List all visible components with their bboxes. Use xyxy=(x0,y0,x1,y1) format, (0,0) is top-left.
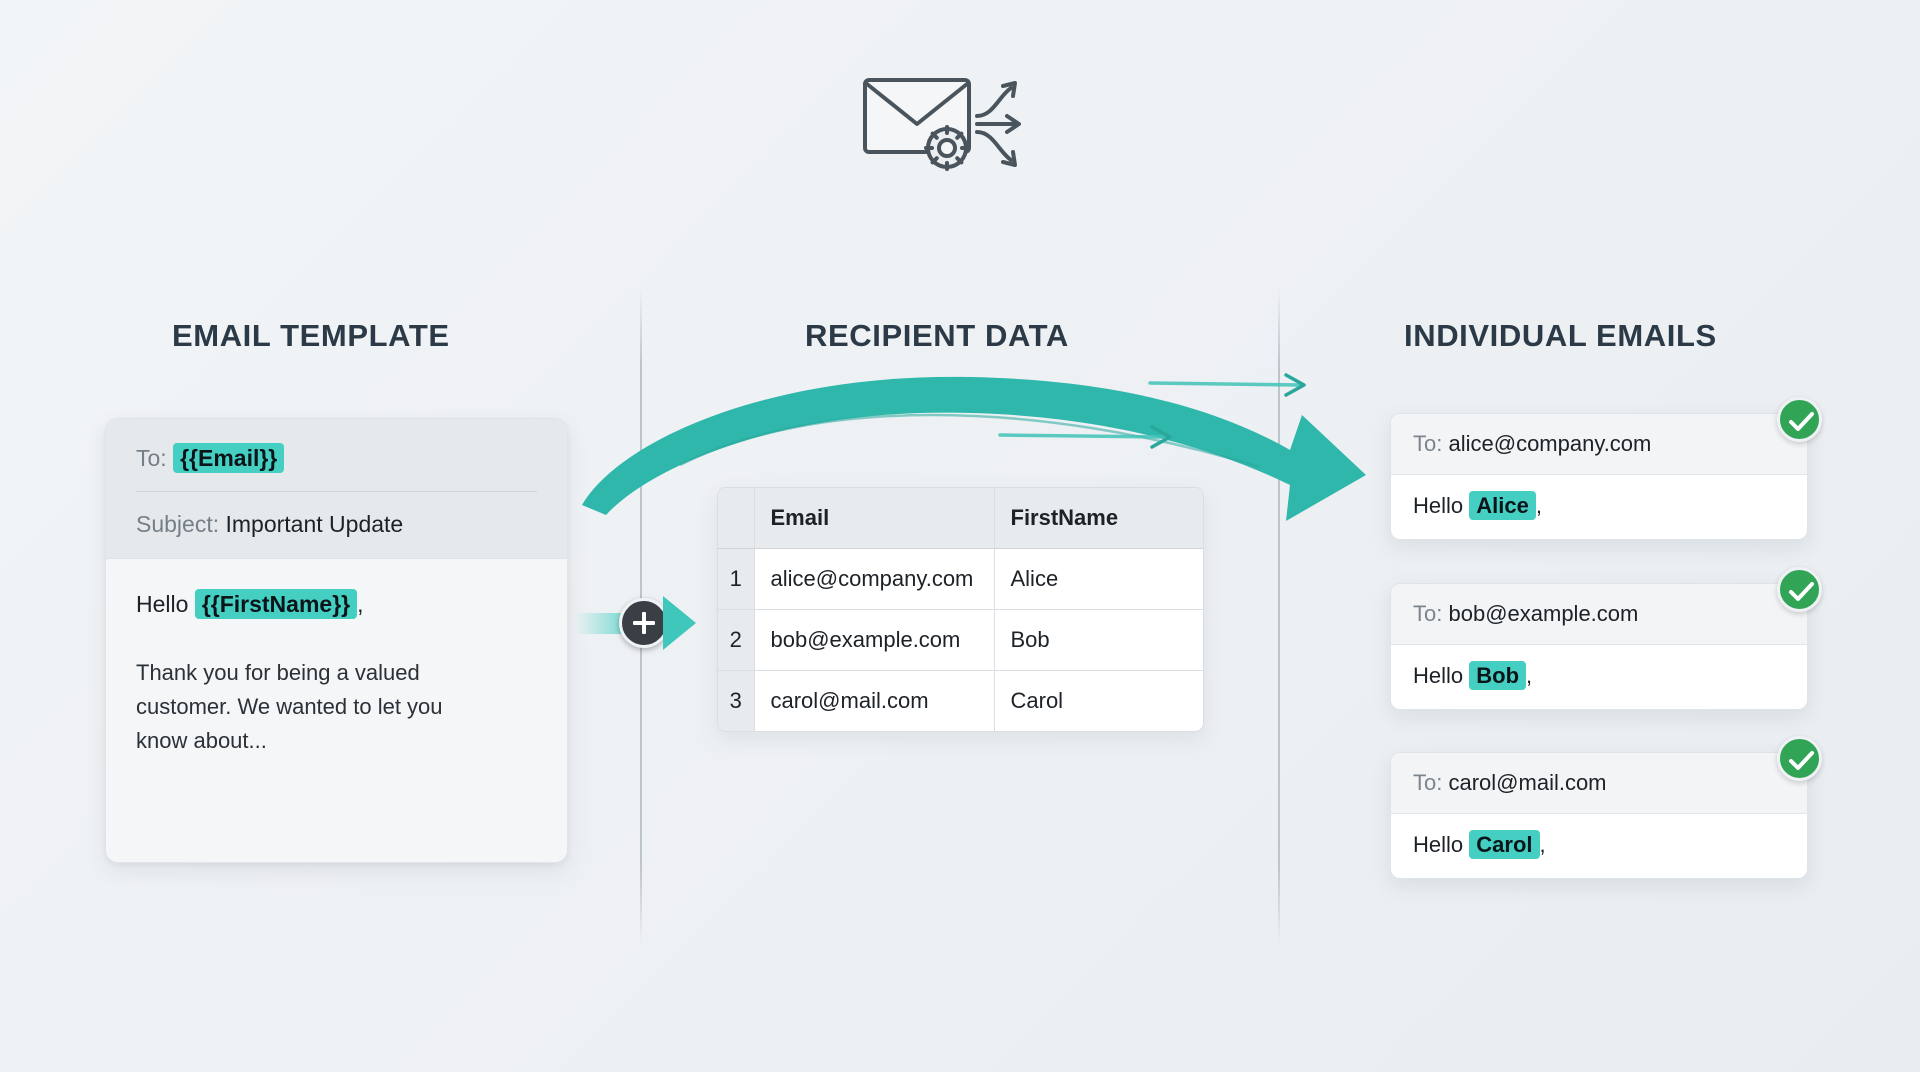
success-check-icon xyxy=(1777,736,1822,781)
template-to-token[interactable]: {{Email}} xyxy=(173,443,285,473)
template-greeting-prefix: Hello xyxy=(136,591,189,617)
merge-connector xyxy=(575,592,696,654)
email-template-card[interactable]: To: {{Email}} Subject: Important Update … xyxy=(105,418,568,863)
table-row[interactable]: 1 alice@company.com Alice xyxy=(718,548,1203,610)
email-card-merged-name: Carol xyxy=(1469,830,1540,859)
email-card-to-label: To: xyxy=(1413,601,1443,626)
email-card-greeting-suffix: , xyxy=(1535,493,1542,518)
merge-arrow-icon xyxy=(663,596,696,650)
email-card-to-row: To: carol@mail.com xyxy=(1391,753,1807,814)
template-body-section: Hello {{FirstName}}, Thank you for being… xyxy=(106,558,567,862)
table-gutter-header xyxy=(718,488,755,549)
template-to-label: To: xyxy=(136,445,167,471)
email-card-body: Hello Carol, xyxy=(1391,814,1807,878)
email-card-greeting-prefix: Hello xyxy=(1413,493,1464,518)
table-cell-firstname[interactable]: Bob xyxy=(994,609,1203,671)
table-row[interactable]: 2 bob@example.com Bob xyxy=(718,609,1203,671)
heading-recipient-data: RECIPIENT DATA xyxy=(805,318,1069,353)
email-card-greeting-suffix: , xyxy=(1539,832,1546,857)
email-card-body: Hello Alice, xyxy=(1391,475,1807,539)
column-divider-right xyxy=(1278,287,1280,945)
table-row-index: 1 xyxy=(718,548,755,610)
email-card-to-label: To: xyxy=(1413,770,1443,795)
table-header-firstname[interactable]: FirstName xyxy=(994,488,1203,549)
header-mailmerge-icon xyxy=(857,68,1057,178)
email-card-merged-name: Alice xyxy=(1469,491,1536,520)
recipient-data-table[interactable]: Email FirstName 1 alice@company.com Alic… xyxy=(717,487,1204,732)
success-check-icon xyxy=(1777,397,1822,442)
email-card-to-row: To: alice@company.com xyxy=(1391,414,1807,475)
email-card-greeting-prefix: Hello xyxy=(1413,663,1464,688)
heading-individual-emails: INDIVIDUAL EMAILS xyxy=(1404,318,1717,353)
email-card-to-value: bob@example.com xyxy=(1448,601,1639,626)
template-subject-value: Important Update xyxy=(225,511,404,537)
template-firstname-token[interactable]: {{FirstName}} xyxy=(194,589,358,619)
email-card-greeting-prefix: Hello xyxy=(1413,832,1464,857)
individual-email-card[interactable]: To: bob@example.com Hello Bob, xyxy=(1390,583,1808,710)
email-card-to-value: carol@mail.com xyxy=(1448,770,1607,795)
success-check-icon xyxy=(1777,567,1822,612)
email-card-body: Hello Bob, xyxy=(1391,645,1807,709)
individual-email-card[interactable]: To: alice@company.com Hello Alice, xyxy=(1390,413,1808,540)
template-to-row: To: {{Email}} xyxy=(136,443,537,473)
email-card-to-label: To: xyxy=(1413,431,1443,456)
table-header-email[interactable]: Email xyxy=(754,488,995,549)
email-card-greeting-suffix: , xyxy=(1526,663,1533,688)
table-row[interactable]: 3 carol@mail.com Carol xyxy=(718,670,1203,731)
table-cell-firstname[interactable]: Alice xyxy=(994,548,1203,610)
table-cell-email[interactable]: bob@example.com xyxy=(754,609,995,671)
email-card-to-value: alice@company.com xyxy=(1448,431,1652,456)
heading-email-template: EMAIL TEMPLATE xyxy=(172,318,450,353)
template-greeting-row: Hello {{FirstName}}, xyxy=(136,589,537,619)
merge-plus-icon[interactable] xyxy=(619,598,669,648)
table-cell-email[interactable]: alice@company.com xyxy=(754,548,995,610)
table-header-row: Email FirstName xyxy=(718,488,1203,549)
template-body-paragraph: Thank you for being a valued customer. W… xyxy=(136,660,443,754)
merge-stub-line xyxy=(575,613,631,634)
template-subject-row: Subject: Important Update xyxy=(136,492,537,538)
table-cell-firstname[interactable]: Carol xyxy=(1010,688,1064,713)
email-card-merged-name: Bob xyxy=(1469,661,1527,690)
table-row-index: 3 xyxy=(718,670,755,731)
template-header-section: To: {{Email}} Subject: Important Update xyxy=(106,419,567,558)
email-card-to-row: To: bob@example.com xyxy=(1391,584,1807,645)
template-field-separator xyxy=(136,491,537,492)
template-greeting-suffix: , xyxy=(357,591,364,617)
individual-email-card[interactable]: To: carol@mail.com Hello Carol, xyxy=(1390,752,1808,879)
template-subject-label: Subject: xyxy=(136,511,220,537)
table-cell-email[interactable]: carol@mail.com xyxy=(754,670,995,731)
table-row-index: 2 xyxy=(718,609,755,671)
